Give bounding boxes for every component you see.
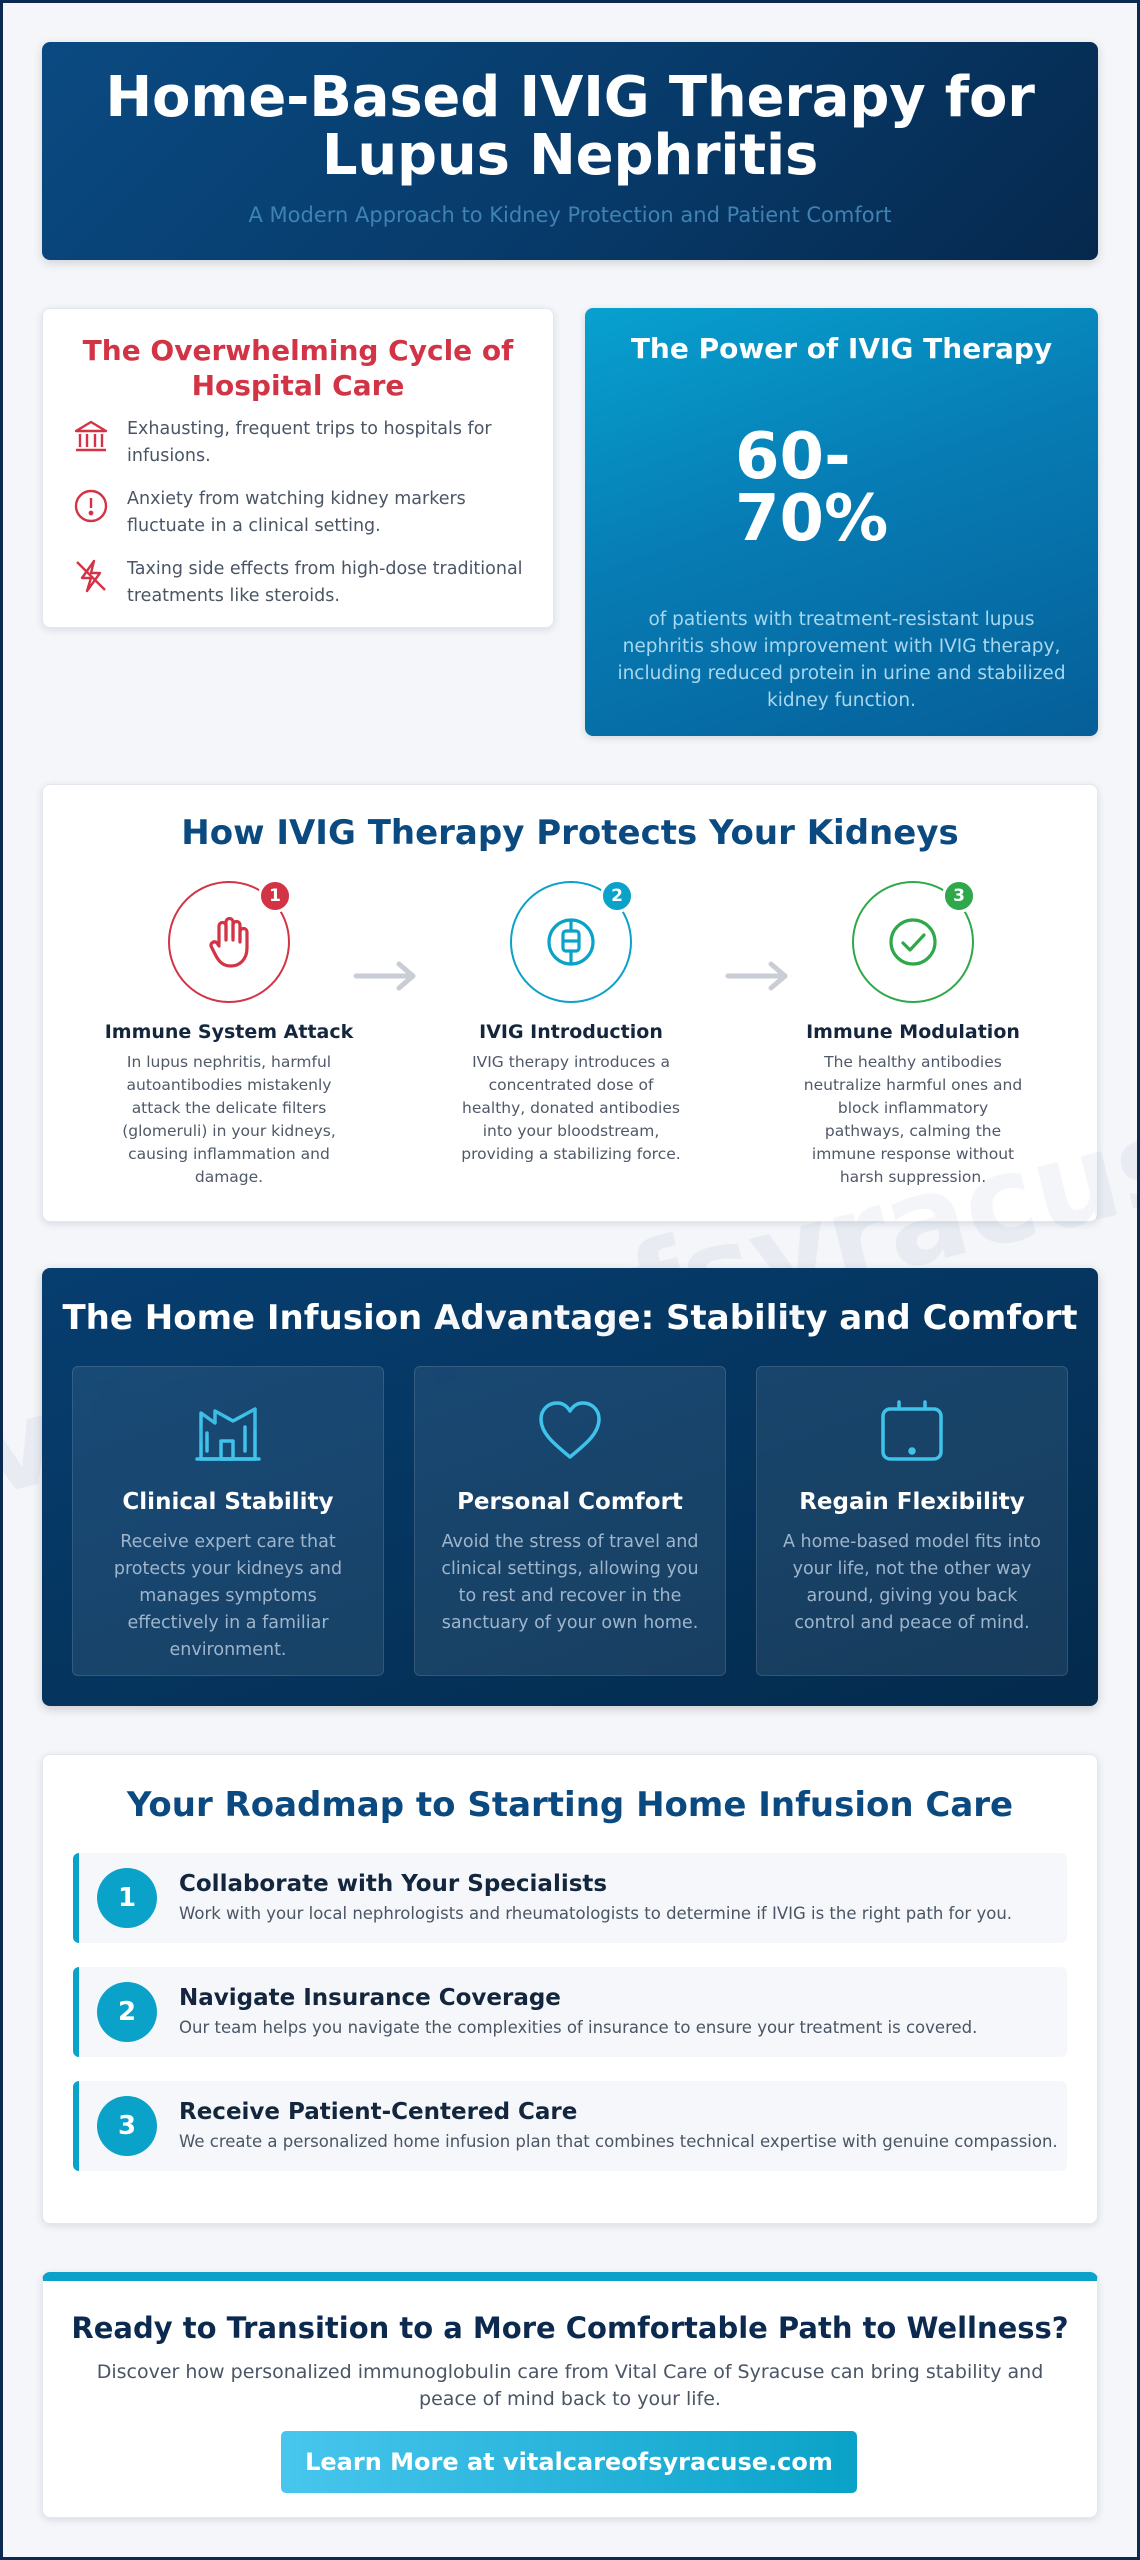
roadmap-step-title: Navigate Insurance Coverage (179, 1985, 561, 2011)
roadmap-step-title: Receive Patient-Centered Care (179, 2099, 578, 2125)
step-icon-circle: 1 (168, 879, 292, 1003)
roadmap-step-number: 2 (97, 1982, 157, 2042)
advantage-tile-title: Personal Comfort (457, 1489, 683, 1515)
roadmap-step-text: We create a personalized home infusion p… (179, 2132, 1058, 2151)
how-ivig-protects-section: How IVIG Therapy Protects Your Kidneys 1… (42, 784, 1098, 1222)
advantage-tile: Clinical Stability Receive expert care t… (72, 1366, 384, 1676)
advantage-tile-title: Clinical Stability (122, 1489, 334, 1515)
advantage-title: The Home Infusion Advantage: Stability a… (62, 1298, 1078, 1338)
roadmap-step-text: Our team helps you navigate the complexi… (179, 2018, 978, 2037)
roadmap-step-title: Collaborate with Your Specialists (179, 1871, 608, 1897)
step-text: IVIG therapy introduces a concentrated d… (461, 1053, 681, 1163)
step-number-badge: 3 (942, 879, 976, 913)
step-icon-circle: 2 (510, 879, 634, 1003)
roadmap-step: 1 Collaborate with Your Specialists Work… (73, 1853, 1067, 1943)
cycle-item: Exhausting, frequent trips to hospitals … (71, 416, 553, 470)
step-title: Immune System Attack (104, 1021, 354, 1043)
roadmap-step-text: Work with your local nephrologists and r… (179, 1904, 1013, 1923)
cta-text: Discover how personalized immunoglobulin… (96, 2361, 1044, 2410)
roadmap-step-number: 1 (97, 1868, 157, 1928)
cycle-item-text: Anxiety from watching kidney markers flu… (127, 489, 466, 536)
cycle-item-text: Taxing side effects from high-dose tradi… (127, 559, 523, 606)
hospital-icon (71, 416, 111, 456)
step-icon-circle: 3 (852, 879, 976, 1003)
cycle-item: Anxiety from watching kidney markers flu… (71, 486, 553, 540)
cycle-item: Taxing side effects from high-dose tradi… (71, 556, 553, 610)
step-title: IVIG Introduction (479, 1021, 663, 1043)
how-step-2: 2 IVIG Introduction IVIG therapy introdu… (431, 879, 711, 1166)
learn-more-button[interactable]: Learn More at vitalcareofsyracuse.com (281, 2431, 857, 2493)
how-title: How IVIG Therapy Protects Your Kidneys (181, 813, 959, 853)
check-circle-icon (889, 918, 937, 966)
tablet-icon (881, 1400, 943, 1461)
roadmap-section: Your Roadmap to Starting Home Infusion C… (42, 1754, 1098, 2224)
iv-bag-icon (547, 918, 595, 966)
arrow-right-icon (725, 961, 788, 991)
hand-stop-icon (209, 916, 249, 968)
power-title: The Power of IVIG Therapy (630, 332, 1053, 365)
step-text: The healthy antibodies neutralize harmfu… (803, 1053, 1023, 1186)
advantage-tile-text: Avoid the stress of travel and clinical … (441, 1532, 699, 1633)
step-text: In lupus nephritis, harmful autoantibodi… (122, 1053, 336, 1186)
hospital-cycle-card: The Overwhelming Cycle of Hospital Care … (42, 308, 554, 628)
page-subtitle: A Modern Approach to Kidney Protection a… (248, 203, 892, 227)
power-description: of patients with treatment-resistant lup… (617, 609, 1066, 711)
cycle-item-text: Exhausting, frequent trips to hospitals … (127, 419, 492, 466)
roadmap-step: 2 Navigate Insurance Coverage Our team h… (73, 1967, 1067, 2057)
roadmap-step-number: 3 (97, 2096, 157, 2156)
advantage-tile: Personal Comfort Avoid the stress of tra… (414, 1366, 726, 1676)
cycle-list: Exhausting, frequent trips to hospitals … (71, 416, 553, 610)
advantage-tile: Regain Flexibility A home-based model fi… (756, 1366, 1068, 1676)
advantage-tile-text: A home-based model fits into your life, … (783, 1532, 1041, 1633)
roadmap-step: 3 Receive Patient-Centered Care We creat… (73, 2081, 1067, 2171)
how-step-1: 1 Immune System Attack In lupus nephriti… (89, 879, 369, 1189)
advantage-tile-text: Receive expert care that protects your k… (113, 1532, 343, 1660)
ivig-power-card: The Power of IVIG Therapy 60-70% of pati… (585, 308, 1098, 736)
step-title: Immune Modulation (806, 1021, 1020, 1043)
call-to-action-section: Ready to Transition to a More Comfortabl… (42, 2272, 1098, 2518)
arrow-right-icon (353, 961, 416, 991)
alert-icon (71, 486, 111, 526)
advantage-tile-title: Regain Flexibility (799, 1489, 1025, 1515)
cycle-title: The Overwhelming Cycle of Hospital Care (82, 334, 514, 402)
step-number-badge: 1 (258, 879, 292, 913)
home-infusion-advantage-section: The Home Infusion Advantage: Stability a… (42, 1268, 1098, 1706)
hero-header: Home-Based IVIG Therapy for Lupus Nephri… (42, 42, 1098, 260)
building-icon (195, 1407, 261, 1461)
heart-icon (539, 1401, 601, 1459)
how-step-3: 3 Immune Modulation The healthy antibodi… (773, 879, 1053, 1189)
side-effects-icon (71, 556, 111, 596)
page-title: Home-Based IVIG Therapy for Lupus Nephri… (105, 65, 1035, 188)
roadmap-title: Your Roadmap to Starting Home Infusion C… (126, 1785, 1014, 1825)
step-number-badge: 2 (600, 879, 634, 913)
cta-title: Ready to Transition to a More Comfortabl… (71, 2311, 1069, 2345)
power-stat: 60-70% (735, 420, 889, 556)
